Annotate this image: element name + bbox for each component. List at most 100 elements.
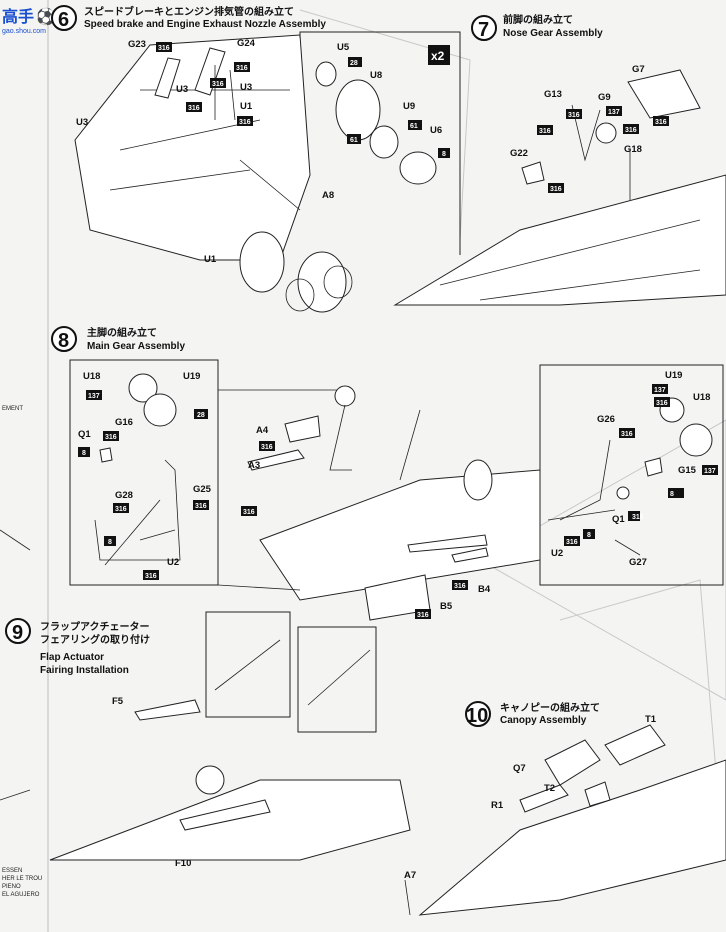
svg-text:316: 316: [550, 186, 562, 193]
step-title-jp: スピードブレーキとエンジン排気管の組み立て: [84, 5, 294, 18]
svg-text:316: 316: [145, 573, 157, 580]
left-page-strip: EMENT ESSEN HER LE TROU PIENO EL AGUJERO: [0, 0, 49, 932]
color-code: 316: [259, 441, 275, 451]
color-code: 137: [86, 390, 102, 400]
watermark-title: 高手: [2, 7, 34, 26]
sidebar-text-5: EL AGUJERO: [2, 892, 40, 898]
svg-text:316: 316: [655, 119, 667, 126]
part-label: T1: [645, 714, 657, 725]
watermark-url: gao.shou.com: [2, 28, 46, 35]
part-label: G28: [115, 490, 133, 501]
svg-text:316: 316: [625, 127, 637, 134]
color-code: 316: [623, 124, 639, 134]
part-label: U2: [551, 548, 563, 559]
svg-text:316: 316: [239, 119, 251, 126]
svg-text:8: 8: [670, 491, 674, 498]
svg-text:28: 28: [197, 412, 205, 419]
color-code: 316: [103, 431, 119, 441]
step-title-en: Main Gear Assembly: [87, 341, 185, 352]
part-label: G9: [598, 92, 611, 103]
svg-text:316: 316: [621, 431, 633, 438]
multiplier: x2: [431, 49, 445, 63]
color-code: 316: [566, 109, 582, 119]
part-label: G23: [128, 39, 146, 50]
svg-text:8: 8: [82, 450, 86, 457]
sidebar-text-4: PIENO: [2, 884, 21, 890]
part-label: U3: [76, 117, 88, 128]
color-code: 316: [193, 500, 209, 510]
svg-text:61: 61: [350, 137, 358, 144]
background-silhouette: [299, 9, 726, 821]
color-code: 137: [606, 106, 622, 116]
step-title-jp-1: フラップアクチェーター: [40, 620, 150, 633]
step-title-jp: 前脚の組み立て: [503, 13, 573, 26]
part-label: G25: [193, 484, 212, 495]
step-number: 9: [12, 622, 23, 644]
svg-text:137: 137: [608, 109, 620, 116]
color-code: 316: [653, 116, 669, 126]
step-title-en: Canopy Assembly: [500, 715, 587, 726]
color-code: 28: [348, 57, 362, 67]
part-label: U1: [204, 254, 217, 265]
step-title-jp: 主脚の組み立て: [87, 326, 157, 339]
color-code: 8: [583, 529, 595, 539]
svg-text:⚽: ⚽: [35, 7, 56, 26]
step-number: 6: [58, 9, 69, 31]
part-label: G26: [597, 414, 615, 425]
step-6: 6 スピードブレーキとエンジン排気管の組み立て Speed brake and …: [51, 5, 461, 313]
svg-text:316: 316: [236, 65, 248, 72]
svg-text:316: 316: [158, 45, 170, 52]
step-number: 8: [58, 330, 69, 352]
step-title-jp-2: フェアリングの取り付け: [40, 633, 150, 646]
color-code: 316: [113, 503, 129, 513]
part-label: B5: [440, 601, 453, 612]
sidebar-text-3: HER LE TROU: [2, 876, 42, 882]
part-label: F5: [112, 696, 124, 707]
color-code: 8: [438, 148, 450, 158]
svg-text:316: 316: [539, 128, 551, 135]
part-label: U3: [240, 82, 252, 93]
svg-text:61: 61: [410, 123, 418, 130]
watermark-logo: 高手 ⚽ gao.shou.com: [2, 7, 56, 35]
svg-text:316: 316: [212, 81, 224, 88]
color-code: 316: [654, 397, 670, 407]
sidebar-text-1: EMENT: [2, 406, 23, 412]
part-label: U9: [403, 101, 415, 112]
color-code: 316: [548, 183, 564, 193]
part-label: B4: [478, 584, 491, 595]
color-code: 61: [408, 120, 422, 130]
part-label: U5: [337, 42, 350, 53]
color-code: 137: [702, 465, 718, 475]
color-code: 316: [564, 536, 580, 546]
part-label: G22: [510, 148, 528, 159]
step-title-en-1: Flap Actuator: [40, 652, 104, 663]
svg-text:316: 316: [105, 434, 117, 441]
color-code: 316: [186, 102, 202, 112]
part-label: U3: [176, 84, 188, 95]
svg-text:316: 316: [188, 105, 200, 112]
svg-text:8: 8: [108, 539, 112, 546]
svg-text:8: 8: [442, 151, 446, 158]
color-code: 316: [156, 42, 172, 52]
color-code: 316: [619, 428, 635, 438]
color-code: 61: [347, 134, 361, 144]
svg-text:28: 28: [350, 60, 358, 67]
svg-text:316: 316: [417, 612, 429, 619]
svg-text:316: 316: [568, 112, 580, 119]
part-label: G7: [632, 64, 645, 75]
part-label: T2: [544, 783, 555, 794]
sidebar-text-2: ESSEN: [2, 868, 22, 874]
part-label: A3: [248, 460, 260, 471]
svg-text:137: 137: [88, 393, 100, 400]
part-label: U2: [167, 557, 179, 568]
part-label: F10: [175, 858, 191, 869]
part-label: G15: [678, 465, 697, 476]
part-label: U19: [183, 371, 200, 382]
step-title-en: Speed brake and Engine Exhaust Nozzle As…: [84, 19, 326, 30]
step-number: 7: [478, 19, 489, 41]
part-label: Q1: [78, 429, 91, 440]
color-code: 316: [143, 570, 159, 580]
part-label: Q1: [612, 514, 625, 525]
color-code: 137: [652, 384, 668, 394]
step-10: 10 キャノピーの組み立て Canopy Assembly T1 Q7 T2 R…: [404, 701, 726, 916]
